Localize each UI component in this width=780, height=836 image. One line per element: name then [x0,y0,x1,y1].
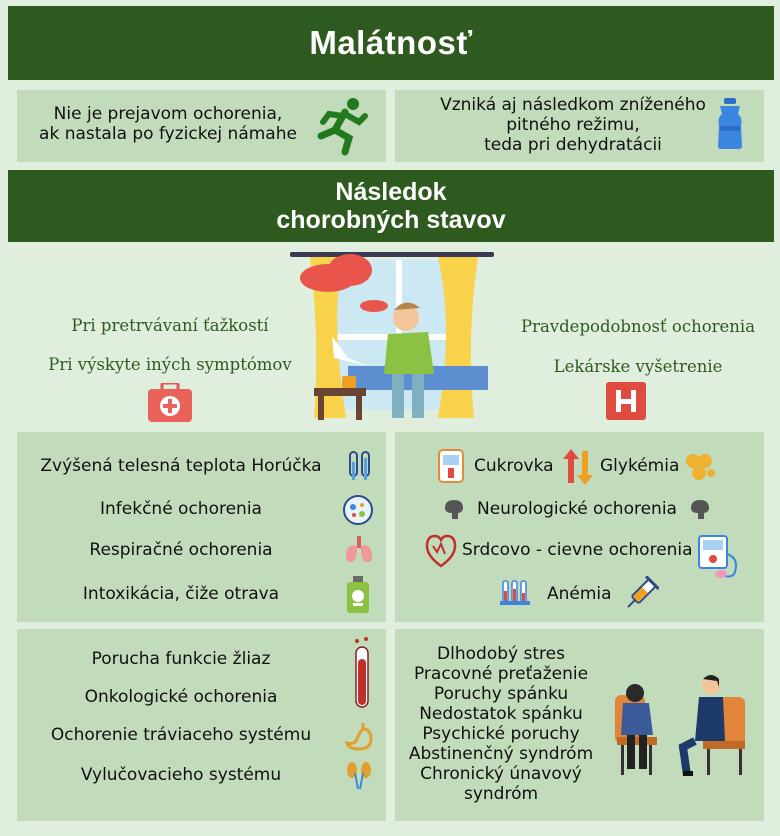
middle-left-text-1: Pri pretrvávaní ťažkostí [71,316,269,335]
list-item-cardiovascular: Srdcovo - cievne ochorenia [462,540,693,560]
panel-symptoms-right: Cukrovka Glykémia Neurologické ochorenia… [395,432,764,622]
list-item-abstinence: Abstinenčný syndróm [408,744,594,764]
poison-bottle-icon [345,576,371,614]
subtitle-banner: Následok chorobných stavov [8,170,774,242]
lungs-icon [344,536,374,564]
brain-icon-left [442,498,466,522]
glucometer-icon [437,448,465,484]
list-item-neurological: Neurologické ochorenia [477,499,677,519]
sick-person-illustration [288,248,496,424]
list-item-sleep-deficit: Nedostatok spánku [419,704,583,724]
list-item-infectious: Infekčné ochorenia [100,499,262,519]
subtitle-line-2: chorobných stavov [276,206,506,234]
heart-icon [425,534,457,568]
brain-icon-right [688,498,712,522]
therapy-session-illustration [613,671,753,781]
blood-test-tubes-icon [500,577,530,609]
panel-fatigue-exertion: Nie je prejavom ochorenia, ak nastala po… [17,90,386,162]
middle-left-text-2: Pri výskyte iných symptómov [48,355,292,374]
exertion-line-1: Nie je prejavom ochorenia, [53,104,283,124]
panel-stress-causes: Dlhodobý stres Pracovné preťaženie Poruc… [395,629,764,821]
blood-tube-icon [351,637,373,709]
list-item-chronic-fatigue-1: Chronický únavový [420,764,582,784]
title-banner: Malátnosť [8,6,774,80]
first-aid-kit-icon [147,383,193,423]
dehydration-line-2: pitného režimu, [506,115,640,135]
list-item-anemia: Anémia [547,584,612,604]
blood-pressure-monitor-icon [697,534,739,580]
kidneys-icon [345,761,373,791]
water-bottle-icon [715,98,745,150]
running-person-icon [315,96,369,156]
middle-right-text-2: Lekárske vyšetrenie [553,357,723,376]
list-item-fever: Zvýšená telesná teplota Horúčka [40,456,322,476]
hospital-sign-icon [606,382,646,420]
list-item-overwork: Pracovné preťaženie [413,664,589,684]
panel-dehydration: Vzniká aj následkom zníženého pitného re… [395,90,764,162]
list-item-respiratory: Respiračné ochorenia [89,540,273,560]
up-down-arrows-icon [563,449,593,485]
middle-right-text-1: Pravdepodobnosť ochorenia [520,317,756,336]
stomach-icon [343,721,375,751]
panel-symptoms-left: Zvýšená telesná teplota Horúčka Infekčné… [17,432,386,622]
exertion-line-2: ak nastala po fyzickej námahe [39,124,297,144]
list-item-intoxication: Intoxikácia, čiže otrava [82,584,280,604]
list-item-psychic: Psychické poruchy [422,724,580,744]
panel-diseases-left: Porucha funkcie žliaz Onkologické ochore… [17,629,386,821]
list-item-sleep-disorders: Poruchy spánku [433,684,569,704]
list-item-diabetes: Cukrovka [474,456,554,476]
bacteria-icon [342,494,374,526]
page-title: Malátnosť [309,24,473,61]
dehydration-line-3: teda pri dehydratácii [484,135,662,155]
list-item-glycemia: Glykémia [600,456,680,476]
list-item-glands: Porucha funkcie žliaz [91,649,271,669]
list-item-stress: Dlhodobý stres [437,644,565,664]
honeycomb-icon [683,452,715,482]
dehydration-line-1: Vzniká aj následkom zníženého [440,95,706,115]
list-item-digestive: Ochorenie tráviaceho systému [50,725,312,745]
list-item-chronic-fatigue-2: syndróm [463,784,539,804]
list-item-excretory: Vylučovacieho systému [80,765,282,785]
syringe-icon [621,576,659,614]
list-item-oncological: Onkologické ochorenia [84,687,278,707]
thermometer-icon [347,450,373,484]
subtitle-line-1: Následok [335,178,447,206]
